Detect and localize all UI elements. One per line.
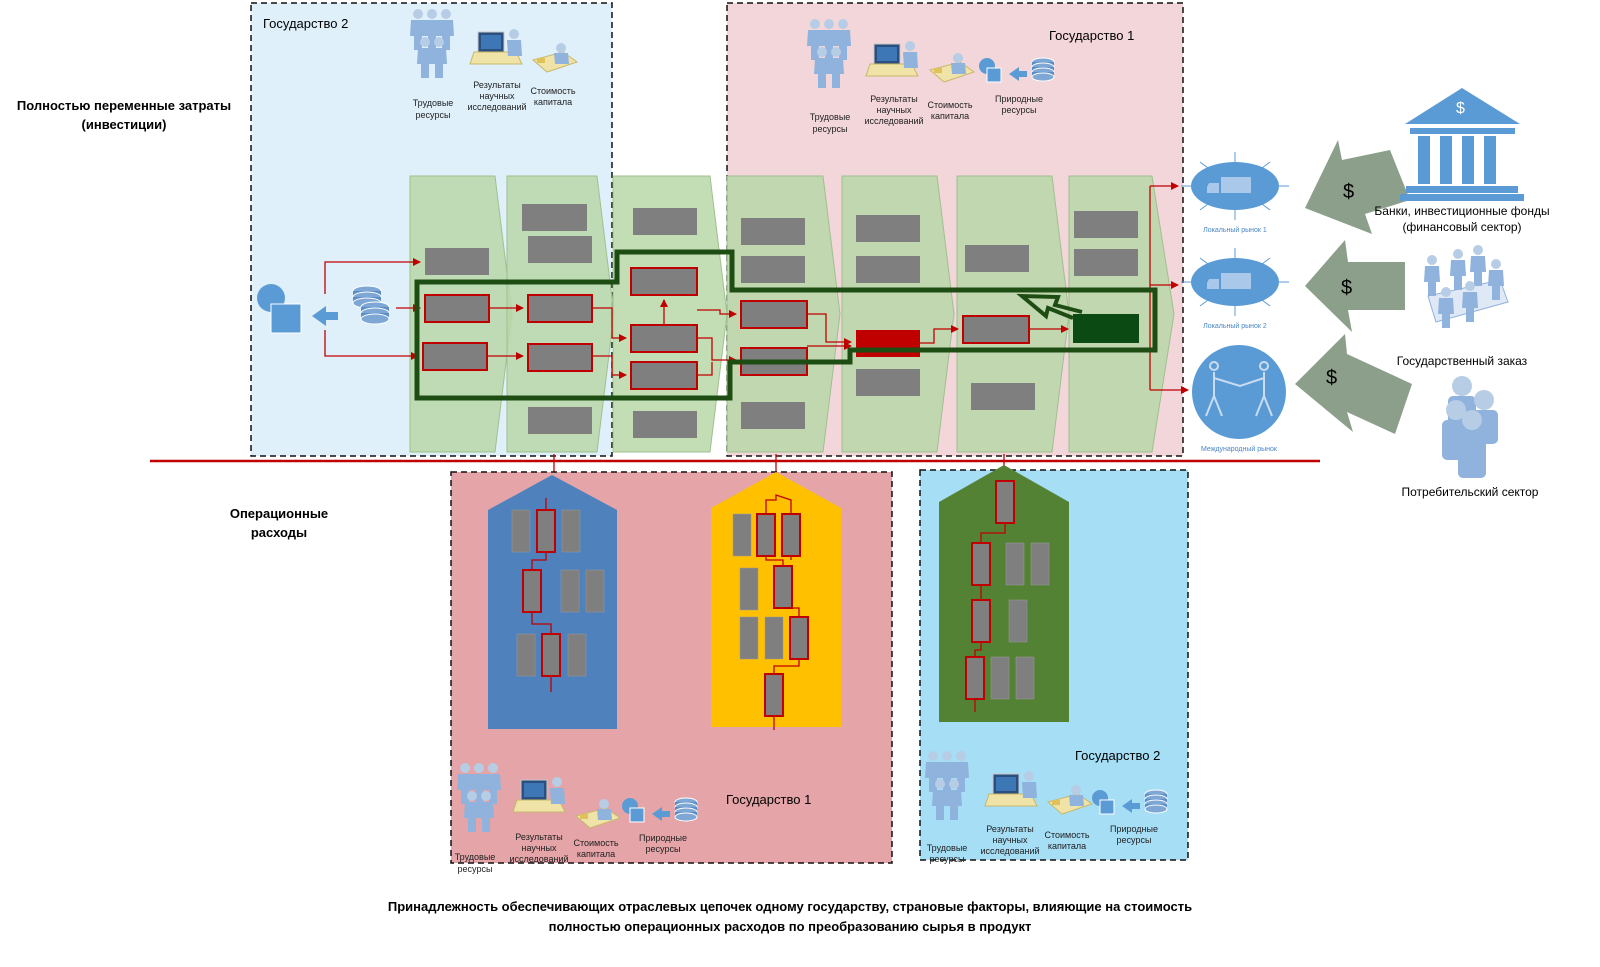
consumers-icon [1442,376,1498,478]
truck-icon [1207,177,1251,193]
local-market-1[interactable] [1181,152,1289,220]
researcher-icon [469,28,523,65]
dollar-arrow-icon: $ [1305,240,1405,332]
svg-text:$: $ [1326,367,1337,389]
natural-resources-icon [257,284,338,334]
bottom-caption: Принадлежность обеспечивающих отраслевых… [388,899,1192,934]
fully-variable-costs-label: Полностью переменные затраты(инвестиции) [17,98,231,132]
researcher-icon [984,770,1038,807]
handshake-icon [1205,361,1273,417]
gov-order-label: Государственный заказ [1397,354,1528,368]
consumer-label: Потребительский сектор [1402,485,1539,499]
researcher-icon [865,40,919,77]
meeting-icon [1424,245,1509,328]
bank-icon: $ [1400,88,1524,201]
international-market[interactable] [1192,345,1286,439]
svg-text:$: $ [1341,277,1352,299]
building-chain-lines [531,494,1006,730]
svg-text:$: $ [1343,181,1354,203]
researcher-icon [512,776,566,813]
svg-text:$: $ [1456,100,1465,117]
state2-top-title: Государство 2 [263,16,348,31]
state1-top-title: Государство 1 [1049,28,1134,43]
state2-bottom-title: Государство 2 [1075,748,1160,763]
state1-bottom-title: Государство 1 [726,792,811,807]
process-boxes-gray [425,204,1138,438]
international-market-label: Международный рынок [1201,445,1278,453]
chain-stage-6 [956,175,1070,453]
building-windows [511,509,1050,700]
local-market-2[interactable] [1181,248,1289,316]
key-process-box-red [856,330,920,357]
value-path-outline [414,249,1158,401]
final-product-box [1073,314,1139,343]
dollar-arrow-icon: $ [1305,140,1410,234]
local-market-1-label: Локальный рынок 1 [1203,226,1267,234]
truck-icon [1207,273,1251,289]
local-market-2-label: Локальный рынок 2 [1203,322,1267,330]
product-arrow [1016,293,1083,320]
dollar-arrow-icon: $ [1295,334,1412,434]
banks-label: Банки, инвестиционные фонды(финансовый с… [1374,204,1549,234]
